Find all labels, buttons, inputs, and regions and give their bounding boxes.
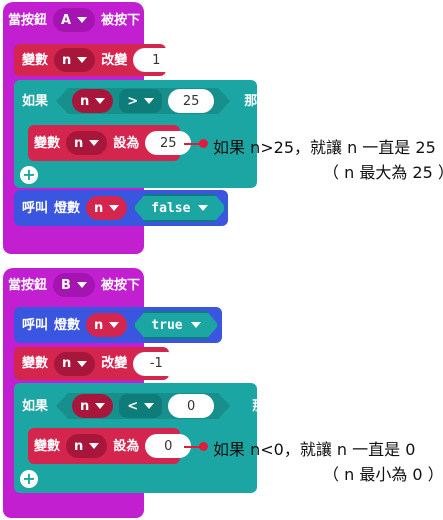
variable-name: n xyxy=(74,135,84,151)
set-value-input[interactable]: 25 xyxy=(145,131,192,155)
annotation-text-line2: （ n 最小為 0 ） xyxy=(323,465,443,484)
variable-name: n xyxy=(80,93,90,109)
variable-label: 變數 xyxy=(22,52,49,68)
button-select-dropdown[interactable]: A xyxy=(53,8,96,32)
hat-label: 當按鈕 xyxy=(8,12,48,28)
compare-value-input[interactable]: 25 xyxy=(168,89,214,113)
chevron-down-icon xyxy=(77,360,88,367)
chevron-down-icon xyxy=(89,140,100,146)
variable-name: n xyxy=(94,200,104,216)
if-label: 如果 xyxy=(22,398,49,414)
annotation-dot xyxy=(199,442,208,451)
variable-label: 變數 xyxy=(22,356,49,371)
chevron-down-icon xyxy=(144,403,154,409)
annotation-text-line1: 如果 n<0，就讓 n 一直是 0 xyxy=(213,440,416,459)
button-value: B xyxy=(61,277,71,293)
chevron-down-icon xyxy=(191,322,201,328)
set-variable-block[interactable]: 變數 n 設為 25 xyxy=(28,125,192,161)
annotation-line xyxy=(184,143,206,145)
variable-dropdown[interactable]: n xyxy=(54,48,96,72)
change-action-label: 改變 xyxy=(101,52,128,68)
if-header: 如果 n > 25 那麼 xyxy=(22,86,270,116)
annotation-dot xyxy=(199,139,208,148)
if-header: 如果 n < 0 那麼 xyxy=(22,391,278,421)
operator-value: > xyxy=(127,93,139,109)
if-label: 如果 xyxy=(22,93,49,109)
operator-value: < xyxy=(127,398,139,414)
variable-label: 變數 xyxy=(34,135,61,151)
compare-value-input[interactable]: 0 xyxy=(168,394,214,418)
variable-name: n xyxy=(94,317,104,333)
add-else-icon[interactable]: + xyxy=(20,470,38,488)
boolean-dropdown[interactable]: true xyxy=(133,311,218,339)
on-button-a-header: 當按鈕 A 被按下 xyxy=(8,8,140,32)
variable-name: n xyxy=(74,438,84,454)
comparison-block[interactable]: n > 25 xyxy=(56,88,230,114)
function-name: 燈數 xyxy=(54,317,81,333)
variable-name: n xyxy=(62,52,72,68)
chevron-down-icon xyxy=(95,403,105,409)
call-label: 呼叫 xyxy=(22,317,49,333)
annotation-text-line1: 如果 n>25，就讓 n 一直是 25 xyxy=(213,138,436,157)
chevron-down-icon xyxy=(76,282,87,288)
comparison-block[interactable]: n < 0 xyxy=(56,393,230,419)
chevron-down-icon xyxy=(144,98,154,104)
add-else-icon[interactable]: + xyxy=(20,166,38,184)
variable-dropdown[interactable]: n xyxy=(54,351,96,376)
boolean-dropdown[interactable]: false xyxy=(133,194,226,222)
chevron-down-icon xyxy=(89,443,100,449)
then-label: 那麼 xyxy=(244,93,271,109)
set-action-label: 設為 xyxy=(113,438,140,454)
function-name: 燈數 xyxy=(54,200,81,216)
hat-suffix: 被按下 xyxy=(101,12,141,28)
operator-dropdown[interactable]: < xyxy=(119,394,162,418)
chevron-down-icon xyxy=(77,17,88,23)
on-button-b-header: 當按鈕 B 被按下 xyxy=(8,273,140,297)
variable-label: 變數 xyxy=(34,438,61,454)
variable-dropdown[interactable]: n xyxy=(66,434,108,458)
chevron-down-icon xyxy=(109,322,120,328)
set-variable-block[interactable]: 變數 n 設為 0 xyxy=(28,428,192,464)
chevron-down-icon xyxy=(109,205,120,211)
operator-dropdown[interactable]: > xyxy=(119,89,162,113)
change-variable-block[interactable]: 變數 n 改變 1 xyxy=(14,44,180,76)
variable-name: n xyxy=(80,398,90,414)
boolean-value: false xyxy=(151,200,191,216)
hat-label: 當按鈕 xyxy=(8,277,48,293)
variable-dropdown[interactable]: n xyxy=(66,131,108,155)
boolean-value: true xyxy=(151,317,183,333)
variable-dropdown[interactable]: n xyxy=(72,89,113,113)
change-action-label: 改變 xyxy=(101,356,128,371)
call-function-block[interactable]: 呼叫 燈數 n true xyxy=(14,307,222,343)
change-variable-block[interactable]: 變數 n 改變 -1 xyxy=(14,347,180,380)
button-value: A xyxy=(61,12,72,28)
change-amount-input[interactable]: 1 xyxy=(133,48,180,72)
annotation-text-line2: （ n 最大為 25 ） xyxy=(323,163,443,182)
if-block-left-bar xyxy=(14,124,28,168)
set-action-label: 設為 xyxy=(113,135,140,151)
chevron-down-icon xyxy=(77,57,88,63)
variable-dropdown[interactable]: n xyxy=(72,394,113,418)
chevron-down-icon xyxy=(198,205,208,211)
change-amount-input[interactable]: -1 xyxy=(133,351,180,376)
hat-suffix: 被按下 xyxy=(100,277,140,293)
variable-dropdown[interactable]: n xyxy=(86,196,128,220)
call-function-block[interactable]: 呼叫 燈數 n false xyxy=(14,190,228,226)
button-select-dropdown[interactable]: B xyxy=(53,273,95,297)
variable-dropdown[interactable]: n xyxy=(86,313,128,337)
chevron-down-icon xyxy=(95,98,105,104)
annotation-line xyxy=(184,446,206,448)
then-label: 那麼 xyxy=(252,398,279,414)
set-value-input[interactable]: 0 xyxy=(145,434,192,458)
call-label: 呼叫 xyxy=(22,200,49,216)
variable-name: n xyxy=(62,356,72,371)
